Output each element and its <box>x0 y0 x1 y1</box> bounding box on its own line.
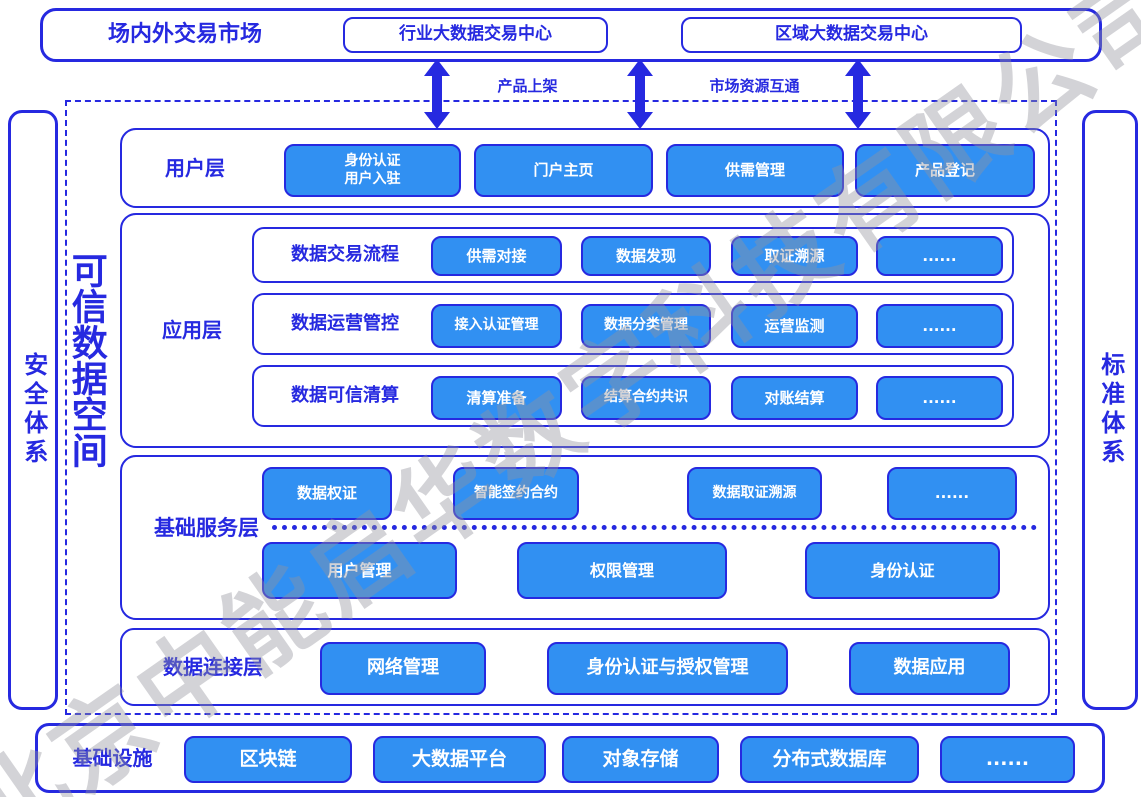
app-group-clearing: 数据可信清算 清算准备 结算合约共识 对账结算 ...... <box>252 365 1014 427</box>
regional-exchange-label: 区域大数据交易中心 <box>775 24 928 45</box>
infrastructure-item: 对象存储 <box>562 736 719 783</box>
app-item: ...... <box>876 304 1003 348</box>
user-layer: 用户层 身份认证 用户入驻 门户主页 供需管理 产品登记 <box>120 128 1050 208</box>
app-item: 结算合约共识 <box>581 376 711 420</box>
base-service-item: 数据取证溯源 <box>687 467 822 520</box>
regional-exchange-box: 区域大数据交易中心 <box>681 17 1022 53</box>
standard-pillar-label: 标准体系 <box>1096 352 1125 468</box>
user-layer-item: 门户主页 <box>474 144 653 197</box>
application-layer-title: 应用层 <box>162 318 222 342</box>
user-layer-item: 供需管理 <box>666 144 844 197</box>
data-connection-layer: 数据连接层 网络管理 身份认证与授权管理 数据应用 <box>120 628 1050 706</box>
infrastructure-item: ...... <box>940 736 1075 783</box>
flow-label-market-interop: 市场资源互通 <box>709 77 800 96</box>
up-down-arrow <box>627 59 653 129</box>
standard-pillar: 标准体系 <box>1082 110 1138 710</box>
app-item: ...... <box>876 236 1003 276</box>
infrastructure-item: 分布式数据库 <box>740 736 919 783</box>
app-item: 取证溯源 <box>731 236 858 276</box>
base-service-item: 数据权证 <box>262 467 392 520</box>
app-item: 清算准备 <box>431 376 562 420</box>
app-item: 运营监测 <box>731 304 858 348</box>
data-connection-item: 数据应用 <box>849 642 1010 695</box>
app-item: 供需对接 <box>431 236 562 276</box>
app-item: 数据分类管理 <box>581 304 711 348</box>
app-group-title: 数据可信清算 <box>291 384 399 406</box>
data-connection-item: 网络管理 <box>320 642 486 695</box>
base-service-layer: 基础服务层 数据权证 智能签约合约 数据取证溯源 ...... 用户管理 权限管… <box>120 455 1050 620</box>
trusted-data-space-container <box>65 100 1057 715</box>
industry-exchange-label: 行业大数据交易中心 <box>399 24 552 45</box>
base-service-item: ...... <box>887 467 1017 520</box>
flow-label-product-listing: 产品上架 <box>497 77 558 96</box>
application-layer: 应用层 数据交易流程 供需对接 数据发现 取证溯源 ...... 数据运营管控 … <box>120 213 1050 448</box>
infrastructure-title: 基础设施 <box>72 745 153 770</box>
data-connection-layer-title: 数据连接层 <box>163 654 263 679</box>
app-item: ...... <box>876 376 1003 420</box>
base-service-item: 身份认证 <box>805 542 1000 599</box>
user-layer-title: 用户层 <box>165 155 225 180</box>
market-banner-title: 场内外交易市场 <box>107 22 262 48</box>
up-down-arrow <box>845 59 871 129</box>
user-layer-item: 身份认证 用户入驻 <box>284 144 461 197</box>
app-item: 接入认证管理 <box>431 304 562 348</box>
up-down-arrow <box>424 59 450 129</box>
industry-exchange-box: 行业大数据交易中心 <box>343 17 608 53</box>
trusted-data-space-title: 可信数据空间 <box>65 252 107 468</box>
base-service-item: 权限管理 <box>517 542 727 599</box>
app-group-title: 数据运营管控 <box>291 312 399 334</box>
app-item: 数据发现 <box>581 236 711 276</box>
user-layer-item: 产品登记 <box>855 144 1035 197</box>
app-group-trade-flow: 数据交易流程 供需对接 数据发现 取证溯源 ...... <box>252 227 1014 283</box>
base-service-layer-title: 基础服务层 <box>154 515 259 540</box>
data-connection-item: 身份认证与授权管理 <box>547 642 788 695</box>
app-item: 对账结算 <box>731 376 858 420</box>
security-pillar-label: 安全体系 <box>19 352 48 468</box>
infrastructure-layer: 基础设施 区块链 大数据平台 对象存储 分布式数据库 ...... <box>35 723 1105 793</box>
infrastructure-item: 大数据平台 <box>373 736 546 783</box>
app-group-title: 数据交易流程 <box>291 243 399 265</box>
base-service-item: 智能签约合约 <box>453 467 579 520</box>
service-divider-dotted-line <box>272 525 1037 530</box>
security-pillar: 安全体系 <box>8 110 58 710</box>
base-service-item: 用户管理 <box>262 542 457 599</box>
app-group-operation: 数据运营管控 接入认证管理 数据分类管理 运营监测 ...... <box>252 293 1014 355</box>
infrastructure-item: 区块链 <box>184 736 352 783</box>
market-banner: 场内外交易市场 行业大数据交易中心 区域大数据交易中心 <box>40 8 1102 62</box>
